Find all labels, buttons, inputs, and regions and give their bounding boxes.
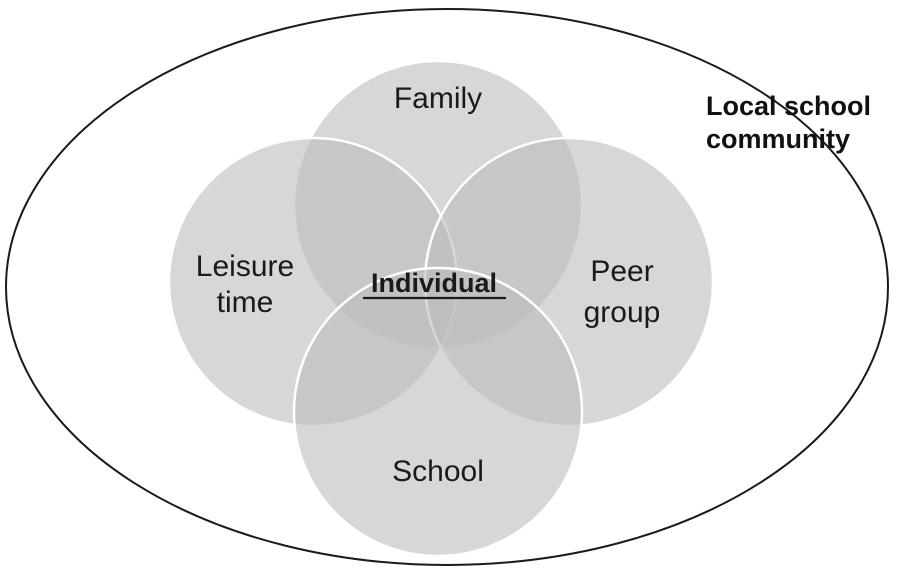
school-label: School (392, 455, 484, 488)
leisure-time-label-line1: Leisure (196, 250, 294, 283)
leisure-time-label-line2: time (217, 286, 274, 319)
outer-ellipse (5, 8, 889, 566)
circles-layer (167, 59, 715, 558)
family-label: Family (394, 82, 482, 115)
circle-school (292, 266, 584, 558)
local-school-community-label-line1: Local school (706, 91, 871, 121)
peer-group-label-line1: Peer (590, 255, 653, 288)
local-school-community-label-line2: community (706, 124, 850, 154)
labels-layer: Family Leisure time Peer group School In… (196, 82, 871, 488)
individual-label: Individual (371, 268, 497, 298)
peer-group-label-line2: group (584, 296, 661, 329)
